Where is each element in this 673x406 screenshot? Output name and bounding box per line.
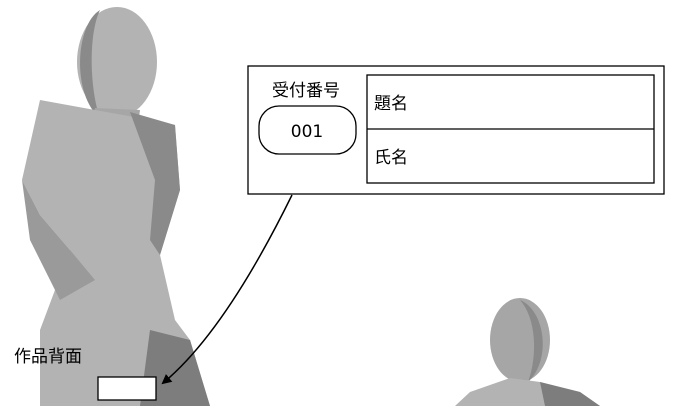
receipt-number-label: 受付番号 bbox=[272, 81, 340, 101]
seated-figure bbox=[455, 298, 600, 406]
receipt-number-value: 001 bbox=[291, 122, 323, 142]
seated-figure-body-shadow bbox=[540, 382, 600, 406]
placement-arrow bbox=[161, 194, 293, 385]
title-label: 題名 bbox=[374, 94, 408, 114]
label-card: 受付番号 001 題名 氏名 bbox=[247, 65, 665, 195]
label-position-box bbox=[97, 376, 157, 401]
artwork-back-label: 作品背面 bbox=[14, 347, 82, 367]
receipt-number-box bbox=[258, 105, 357, 155]
figure-left-shadow bbox=[22, 180, 95, 300]
figure-head bbox=[77, 7, 157, 117]
figure-head-shadow bbox=[80, 10, 100, 118]
figure-leg-shadow bbox=[140, 330, 210, 406]
figure-arm-shadow bbox=[130, 112, 180, 255]
name-label: 氏名 bbox=[374, 148, 408, 168]
standing-figure bbox=[22, 7, 210, 406]
seated-figure-head-shadow bbox=[520, 300, 543, 382]
